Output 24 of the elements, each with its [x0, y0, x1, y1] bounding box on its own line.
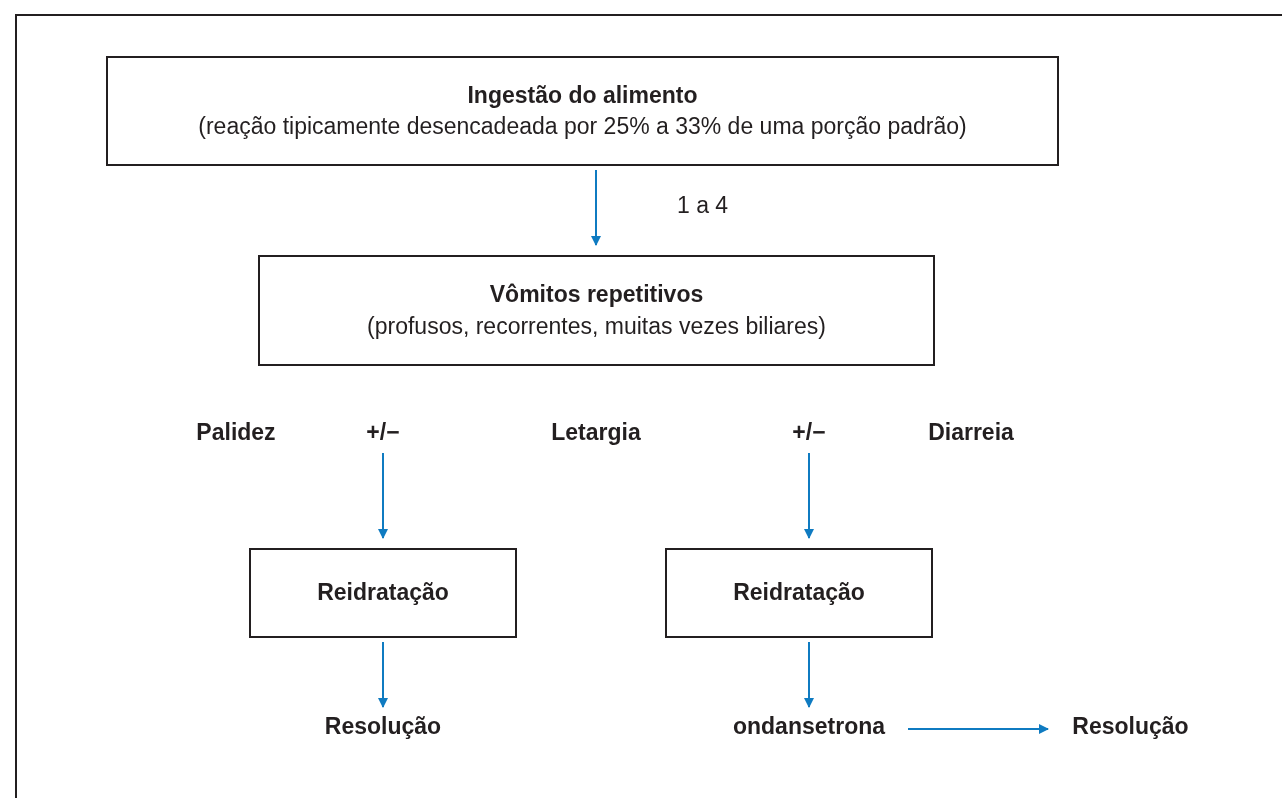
node-text: Letargia	[551, 418, 641, 448]
arrow	[378, 641, 388, 708]
node-text: ondansetrona	[732, 712, 886, 742]
process-box	[106, 56, 1059, 166]
arrow	[591, 169, 601, 246]
arrow	[804, 641, 814, 708]
box-text: (profusos, recorrentes, muitas vezes biliares)	[367, 311, 826, 341]
box-text: (reação tipicamente desencadeada por 25% a 33% de uma porção padrão)	[198, 112, 967, 141]
node-text: +/−	[792, 418, 826, 448]
arrow	[804, 452, 814, 539]
node-text: Palidez	[196, 418, 276, 448]
process-box	[249, 548, 517, 638]
box-text: Reidratação	[317, 578, 449, 608]
box-heading: Vômitos repetitivos	[489, 280, 704, 310]
node-text: Resolução	[324, 712, 442, 742]
box-text: Reidratação	[733, 578, 865, 608]
arrow	[907, 724, 1049, 734]
process-box	[258, 255, 935, 366]
box-heading: Ingestão do alimento	[467, 80, 698, 110]
process-box	[665, 548, 933, 638]
node-text: Resolução	[1072, 712, 1189, 742]
node-text: Diarreia	[928, 418, 1014, 448]
node-text: +/−	[366, 418, 400, 448]
arrow	[378, 452, 388, 539]
